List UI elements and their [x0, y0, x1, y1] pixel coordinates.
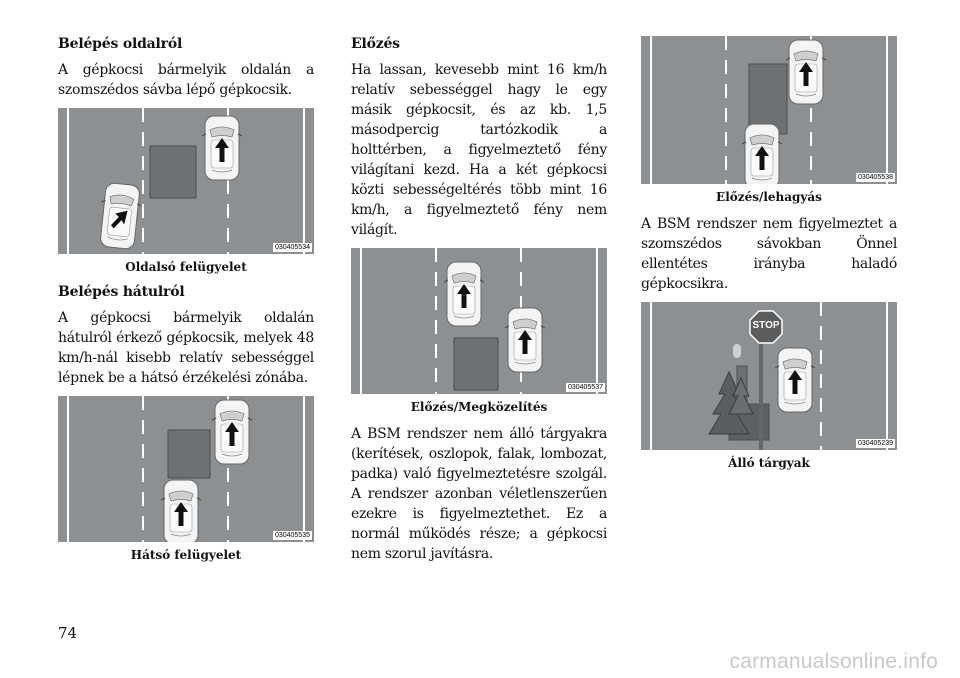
watermark: carmanualsonline.info: [729, 650, 938, 673]
heading-side-entry: Belépés oldalról: [58, 36, 183, 52]
paragraph-overtaking: Ha lassan, kevesebb mint 16 km/h relatív…: [351, 62, 607, 238]
figure-code: 030405538: [855, 173, 895, 182]
page-number: 74: [58, 624, 78, 642]
caption-stationary-objects: Álló tárgyak: [728, 456, 810, 470]
figure-code: 030405239: [855, 439, 895, 448]
column-2: Előzés Ha lassan, kevesebb mint 16 km/h …: [351, 36, 607, 572]
heading-overtaking: Előzés: [351, 36, 400, 52]
figure-side-monitoring: 030405534: [58, 108, 314, 254]
figure-code: 030405534: [272, 243, 312, 252]
paragraph-opposite-direction: A BSM rendszer nem figyelmeztet a szomsz…: [641, 216, 897, 292]
figure-code: 030405535: [272, 531, 312, 540]
column-1: Belépés oldalról A gépkocsi bármelyik ol…: [58, 36, 314, 572]
paragraph-rear-entry: A gépkocsi bármelyik oldalán hátulról ér…: [58, 310, 314, 386]
paragraph-stationary-objects: A BSM rendszer nem álló tárgyakra (kerít…: [351, 426, 607, 562]
caption-side-monitoring: Oldalsó felügyelet: [125, 260, 247, 274]
figure-overtaking-passing: 030405538: [641, 36, 897, 184]
heading-rear-entry: Belépés hátulról: [58, 284, 185, 300]
figure-code: 030405537: [565, 383, 605, 392]
stop-sign-icon: [749, 310, 783, 344]
caption-rear-monitoring: Hátsó felügyelet: [130, 548, 242, 562]
figure-stationary-objects: STOP 030405239: [641, 302, 897, 450]
figure-overtaking-approach: 030405537: [351, 248, 607, 394]
caption-overtaking-passing: Előzés/lehagyás: [716, 190, 822, 204]
figure-rear-monitoring: 030405535: [58, 396, 314, 542]
stop-sign-label: STOP: [752, 320, 780, 331]
caption-overtaking-approach: Előzés/Megközelítés: [410, 400, 548, 414]
paragraph-side-entry: A gépkocsi bármelyik oldalán a szomszédo…: [58, 62, 314, 98]
column-3: 030405538 Előzés/lehagyás A BSM rendszer…: [641, 36, 897, 480]
